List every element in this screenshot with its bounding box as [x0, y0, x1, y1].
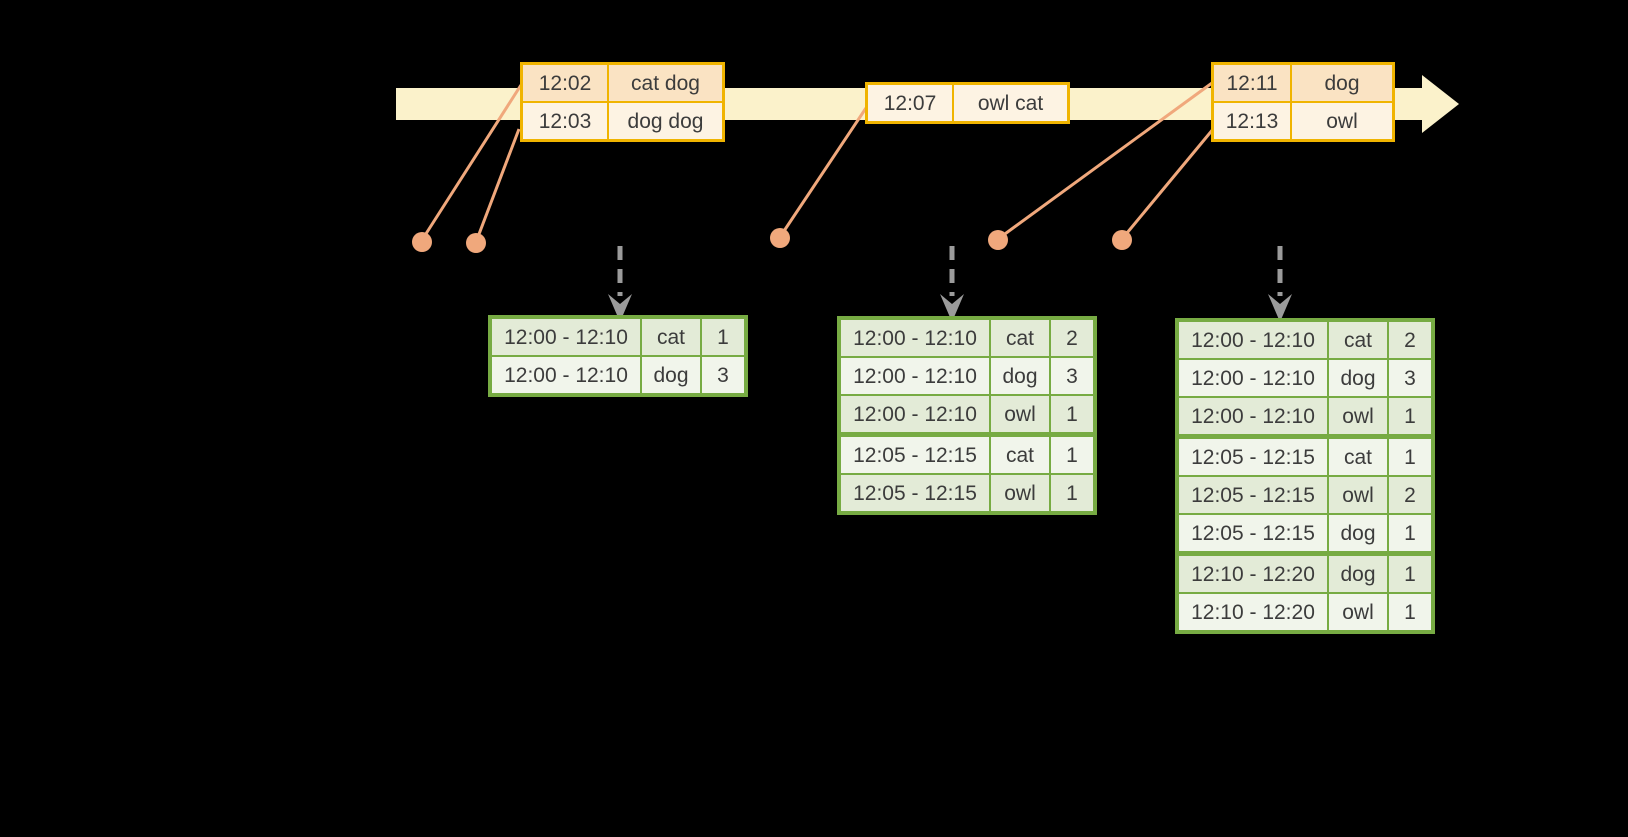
cell-window: 12:05 - 12:15 [841, 437, 989, 473]
cell-word: dog [991, 358, 1049, 394]
cell-words: dog dog [609, 103, 722, 139]
cell-word: cat [1329, 439, 1387, 475]
trigger-arrow-icon [940, 246, 964, 322]
cell-count: 1 [702, 319, 744, 355]
cell-count: 1 [1051, 437, 1093, 473]
cell-window: 12:00 - 12:10 [1179, 398, 1327, 434]
cell-count: 2 [1389, 477, 1431, 513]
timeline-arrowhead-icon [1422, 75, 1459, 133]
cell-time: 12:11 [1214, 65, 1290, 101]
cell-time: 12:07 [868, 85, 952, 121]
cell-word: cat [1329, 322, 1387, 358]
cell-words: cat dog [609, 65, 722, 101]
event-connector-line [997, 81, 1213, 241]
cell-window: 12:00 - 12:10 [492, 319, 640, 355]
cell-time: 12:02 [523, 65, 607, 101]
cell-count: 1 [1051, 475, 1093, 511]
trigger-arrow-icon [1268, 246, 1292, 322]
cell-time: 12:13 [1214, 103, 1290, 139]
event-dot-icon [466, 233, 486, 253]
cell-time: 12:03 [523, 103, 607, 139]
cell-window: 12:05 - 12:15 [841, 475, 989, 511]
cell-count: 2 [1051, 320, 1093, 356]
cell-word: dog [1329, 556, 1387, 592]
cell-words: owl cat [954, 85, 1067, 121]
cell-words: dog [1292, 65, 1392, 101]
cell-word: cat [991, 320, 1049, 356]
event-connector-line [778, 107, 868, 238]
cell-window: 12:00 - 12:10 [841, 358, 989, 394]
cell-count: 1 [1389, 439, 1431, 475]
cell-window: 12:00 - 12:10 [492, 357, 640, 393]
cell-word: owl [1329, 594, 1387, 630]
cell-count: 3 [702, 357, 744, 393]
cell-word: owl [1329, 398, 1387, 434]
cell-window: 12:05 - 12:15 [1179, 515, 1327, 551]
cell-word: owl [991, 396, 1049, 432]
event-connector-line [420, 84, 523, 241]
cell-word: dog [1329, 515, 1387, 551]
cell-words: owl [1292, 103, 1392, 139]
event-dot-icon [988, 230, 1008, 250]
cell-window: 12:10 - 12:20 [1179, 594, 1327, 630]
event-connector-line [474, 128, 521, 243]
cell-count: 1 [1389, 398, 1431, 434]
cell-count: 3 [1389, 360, 1431, 396]
cell-count: 1 [1051, 396, 1093, 432]
cell-count: 1 [1389, 594, 1431, 630]
cell-window: 12:00 - 12:10 [841, 320, 989, 356]
cell-word: owl [1329, 477, 1387, 513]
event-dot-icon [412, 232, 432, 252]
cell-word: cat [991, 437, 1049, 473]
cell-window: 12:05 - 12:15 [1179, 477, 1327, 513]
cell-window: 12:00 - 12:10 [1179, 360, 1327, 396]
cell-count: 3 [1051, 358, 1093, 394]
cell-word: dog [1329, 360, 1387, 396]
event-dot-icon [770, 228, 790, 248]
event-dot-icon [1112, 230, 1132, 250]
cell-count: 2 [1389, 322, 1431, 358]
event-connector-line [1120, 127, 1216, 240]
trigger-arrow-icon [608, 246, 632, 322]
cell-word: cat [642, 319, 700, 355]
cell-word: owl [991, 475, 1049, 511]
cell-count: 1 [1389, 556, 1431, 592]
cell-window: 12:00 - 12:10 [1179, 322, 1327, 358]
cell-window: 12:05 - 12:15 [1179, 439, 1327, 475]
cell-window: 12:00 - 12:10 [841, 396, 989, 432]
cell-count: 1 [1389, 515, 1431, 551]
cell-window: 12:10 - 12:20 [1179, 556, 1327, 592]
cell-word: dog [642, 357, 700, 393]
